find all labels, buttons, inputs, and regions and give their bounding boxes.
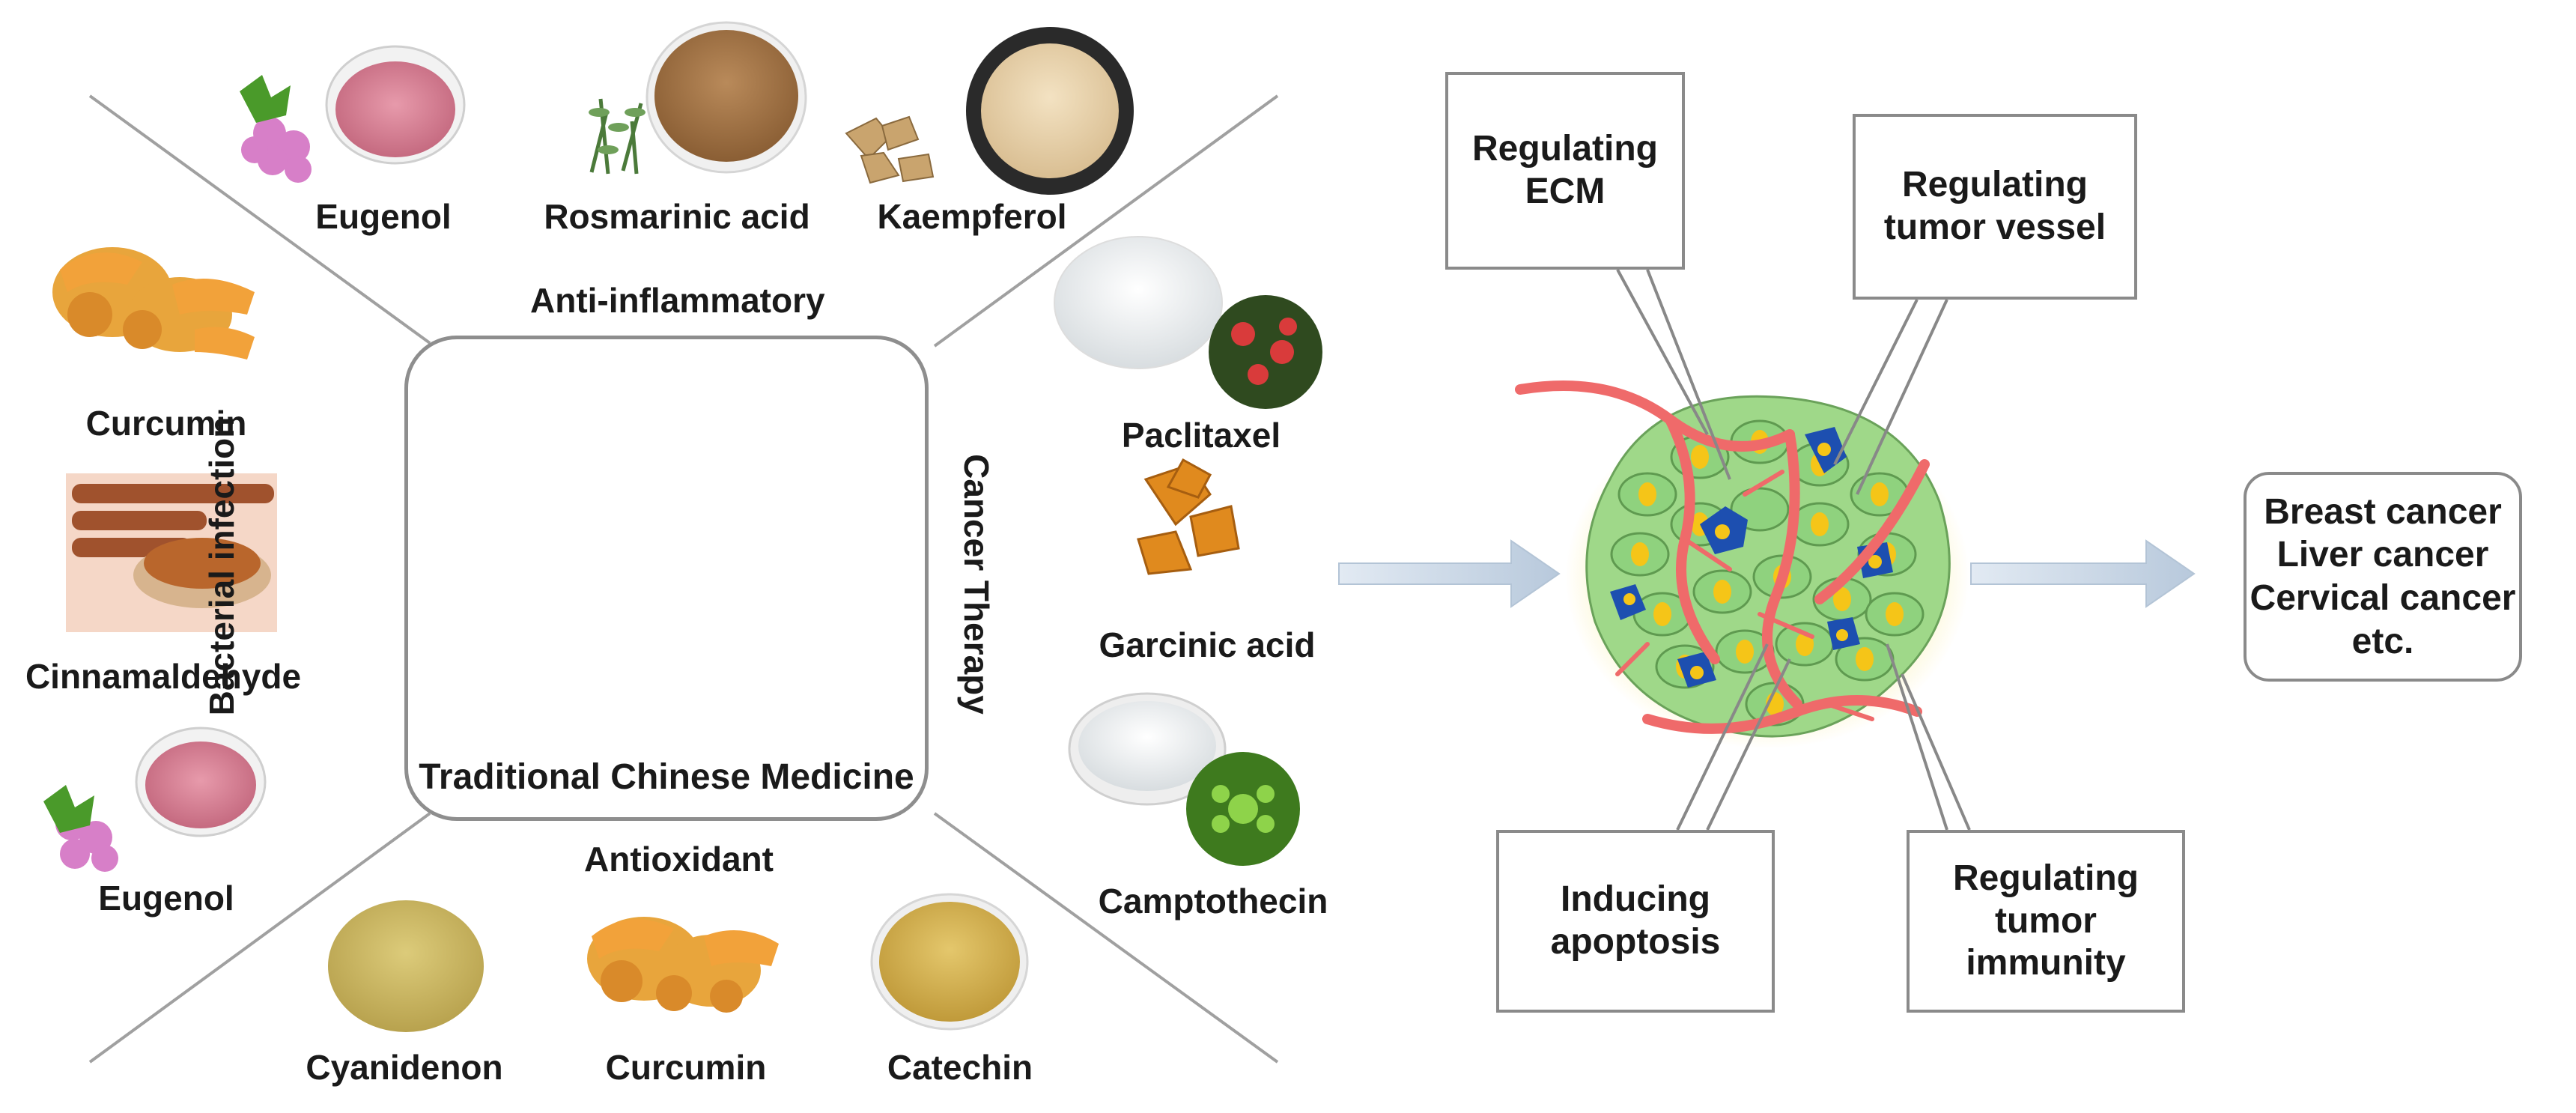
mechanism-immunity-line-1: Regulating <box>1953 858 2139 899</box>
mechanism-ecm-line-2: ECM <box>1525 172 1606 211</box>
rosmarinic-acid-image <box>589 21 807 175</box>
label-kaempferol: Kaempferol <box>877 197 1067 236</box>
kaempferol-image <box>845 27 1134 195</box>
label-camptothecin: Camptothecin <box>1098 882 1328 921</box>
paclitaxel-image <box>1054 236 1322 409</box>
catechin-image <box>870 893 1029 1031</box>
mechanism-immunity-line-3: immunity <box>1966 943 2126 983</box>
flow-arrows <box>1338 539 2196 608</box>
outcome-breast-cancer: Breast cancer <box>2264 491 2502 532</box>
dividers <box>88 94 1279 1064</box>
label-paclitaxel: Paclitaxel <box>1121 416 1281 455</box>
tumor-illustration <box>1515 380 1969 749</box>
mechanism-immunity-line-2: tumor <box>1995 900 2097 941</box>
mechanism-vessel-line-2: tumor vessel <box>1883 207 2106 247</box>
garcinic-acid-image <box>1137 458 1240 575</box>
mechanism-regulating-ecm: Regulating ECM <box>1445 72 1685 270</box>
label-eugenol-left: Eugenol <box>98 879 234 918</box>
label-eugenol-top: Eugenol <box>315 197 452 236</box>
outcome-cancer-types: Breast cancer Liver cancer Cervical canc… <box>2244 472 2522 682</box>
mechanism-apoptosis-line-2: apoptosis <box>1550 922 1721 962</box>
tcm-title: Traditional Chinese Medicine <box>419 757 914 797</box>
mechanism-ecm-line-1: Regulating <box>1472 129 1658 169</box>
category-cancer-therapy: Cancer Therapy <box>957 454 996 715</box>
mechanism-regulating-tumor-vessel: Regulating tumor vessel <box>1853 114 2137 300</box>
eugenol-top-image <box>240 45 466 183</box>
label-rosmarinic-acid: Rosmarinic acid <box>544 197 810 236</box>
label-cinnamaldehyde: Cinnamaldehyde <box>25 657 302 696</box>
outcome-etc: etc. <box>2351 621 2414 661</box>
eugenol-left-image <box>43 727 267 872</box>
mechanism-vessel-line-1: Regulating <box>1901 165 2088 205</box>
tcm-center-frame: Traditional Chinese Medicine <box>404 336 929 821</box>
mechanism-inducing-apoptosis: Inducing apoptosis <box>1496 830 1775 1013</box>
category-anti-inflammatory: Anti-inflammatory <box>530 281 825 320</box>
curcumin-left-image <box>52 247 255 360</box>
camptothecin-image <box>1068 692 1300 866</box>
label-garcinic-acid: Garcinic acid <box>1099 625 1316 664</box>
category-bacterial-infection: Bacterial infection <box>202 416 241 716</box>
curcumin-bottom-image <box>587 917 779 1013</box>
label-cyanidenon: Cyanidenon <box>306 1048 503 1087</box>
mechanism-regulating-tumor-immunity: Regulating tumor immunity <box>1907 830 2185 1013</box>
label-curcumin-bottom: Curcumin <box>605 1048 767 1087</box>
label-catechin: Catechin <box>887 1048 1033 1087</box>
cyanidenon-image <box>328 900 484 1032</box>
cinnamaldehyde-image <box>66 473 277 632</box>
label-curcumin-left: Curcumin <box>85 404 247 443</box>
category-antioxidant: Antioxidant <box>584 840 774 879</box>
outcome-liver-cancer: Liver cancer <box>2276 535 2489 575</box>
mechanism-apoptosis-line-1: Inducing <box>1561 879 1710 920</box>
outcome-cervical-cancer: Cervical cancer <box>2250 578 2516 618</box>
mechanism-pointers <box>1616 269 1971 831</box>
